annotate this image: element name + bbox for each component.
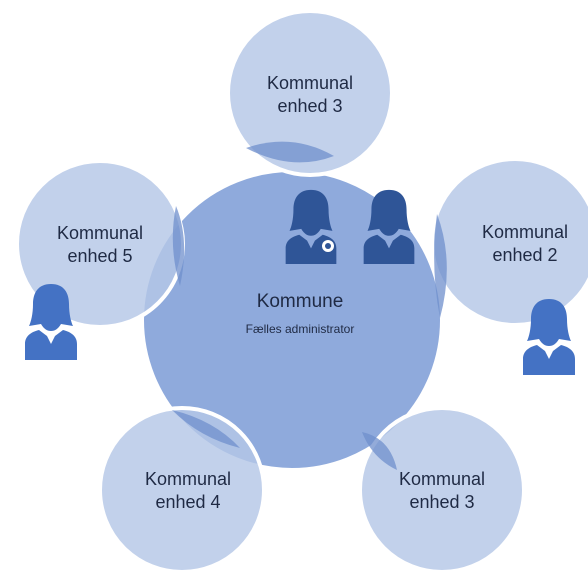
unit-label-bottom-right: Kommunal enhed 3 bbox=[382, 468, 502, 513]
unit-label-line1: Kommunal bbox=[56, 223, 144, 243]
unit-label-line1: Kommunal bbox=[266, 73, 354, 93]
unit-circle-bottom-right bbox=[358, 406, 526, 574]
unit-label-line2: enhed 2 bbox=[492, 244, 558, 265]
unit-label-line2: enhed 3 bbox=[277, 95, 343, 116]
unit-label-line1: Kommunal bbox=[481, 222, 569, 242]
center-title: Kommune bbox=[256, 291, 344, 312]
unit-circle-top bbox=[226, 9, 394, 177]
unit-circle-right bbox=[430, 157, 588, 327]
center-subtitle: Fælles administrator bbox=[245, 322, 355, 336]
unit-label-line2: enhed 3 bbox=[409, 491, 475, 512]
admin-person-icon bbox=[285, 189, 337, 264]
unit-label-top: Kommunal enhed 3 bbox=[250, 72, 370, 117]
unit-label-left: Kommunal enhed 5 bbox=[40, 222, 160, 267]
unit-label-line1: Kommunal bbox=[144, 469, 232, 489]
unit-label-right: Kommunal enhed 2 bbox=[470, 221, 580, 266]
unit-label-line1: Kommunal bbox=[398, 469, 486, 489]
unit-circle-bottom-left bbox=[98, 406, 266, 574]
overlap-regions bbox=[172, 141, 447, 470]
unit-label-line2: enhed 5 bbox=[67, 245, 133, 266]
unit-label-bottom-left: Kommunal enhed 4 bbox=[128, 468, 248, 513]
unit-label-line2: enhed 4 bbox=[155, 491, 221, 512]
